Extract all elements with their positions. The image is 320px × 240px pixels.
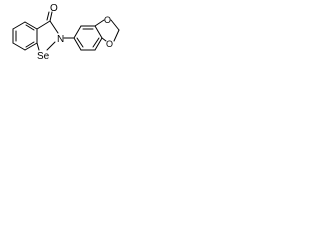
benzene-bond	[12, 42, 26, 51]
aryl-bond	[73, 25, 82, 39]
isoselenazolone-ring	[36, 11, 59, 51]
dioxole-bond	[110, 19, 120, 31]
selenium-label: Se	[37, 51, 50, 62]
aryl-double-bond	[76, 37, 84, 48]
aryl-bond	[94, 37, 103, 51]
dioxole-oxygen-top-label: O	[104, 15, 111, 25]
aryl-bond	[94, 25, 103, 39]
dioxole-bond	[101, 37, 107, 42]
aryl-double-bond	[92, 37, 100, 48]
dioxole-oxygen-bottom-label: O	[106, 39, 113, 49]
nitrogen-label: N	[57, 34, 64, 45]
ring-bond	[46, 41, 56, 51]
ring-bond	[49, 20, 59, 34]
benzodioxole-ring	[73, 25, 103, 51]
carbonyl-double-bond	[46, 11, 50, 21]
carbonyl-oxygen-label: O	[50, 3, 58, 14]
benzene-bond	[24, 21, 38, 30]
benzene-bond	[24, 42, 38, 51]
chemical-structure: O N Se O O	[0, 0, 151, 81]
benzene-ring	[12, 21, 38, 51]
ring-bond	[36, 20, 51, 30]
benzene-double-bond	[25, 41, 35, 48]
dioxole-bond	[113, 29, 120, 42]
aryl-bond	[73, 37, 82, 51]
carbonyl-bond	[49, 11, 53, 22]
benzene-bond	[12, 21, 26, 30]
dioxole-bond	[94, 19, 105, 27]
benzene-double-bond	[25, 24, 35, 31]
ring-bond	[36, 42, 40, 51]
dioxole-ring	[94, 19, 120, 42]
